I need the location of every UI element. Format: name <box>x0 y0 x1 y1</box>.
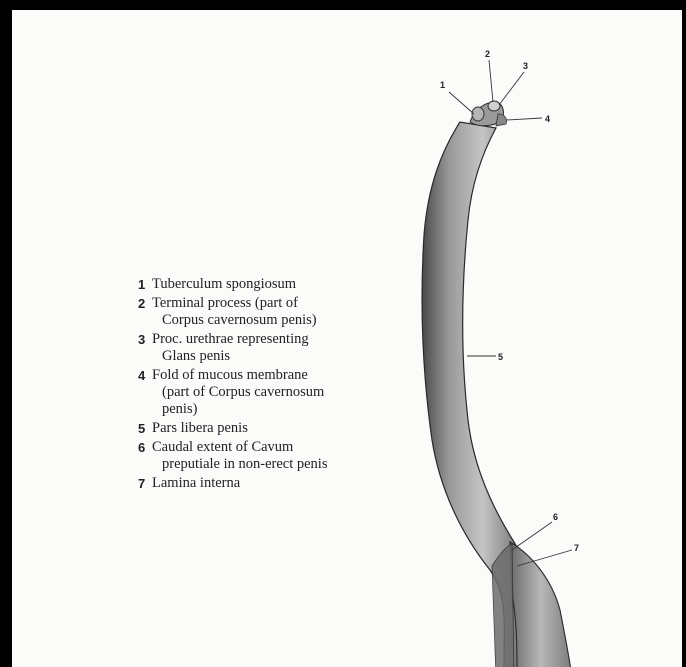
legend-line: preputiale in non-erect penis <box>152 456 388 473</box>
legend-line: Caudal extent of Cavum <box>152 439 388 456</box>
legend-line: Pars libera penis <box>152 420 388 437</box>
legend-line: Corpus cavernosum penis) <box>152 312 388 329</box>
legend-text: Terminal process (part of Corpus caverno… <box>152 295 388 329</box>
legend-text: Pars libera penis <box>152 420 388 437</box>
legend: 1 Tuberculum spongiosum 2 Terminal proce… <box>138 276 388 494</box>
mucous-fold-shape <box>496 114 507 126</box>
callout-5: 5 <box>498 352 503 362</box>
callout-2: 2 <box>485 49 490 59</box>
legend-text: Lamina interna <box>152 475 388 492</box>
callout-1: 1 <box>440 80 445 90</box>
legend-line: (part of Corpus cavernosum <box>152 384 388 401</box>
legend-line: Tuberculum spongiosum <box>152 276 388 293</box>
legend-text: Caudal extent of Cavum preputiale in non… <box>152 439 388 473</box>
legend-line: Proc. urethrae representing <box>152 331 388 348</box>
legend-item: 7 Lamina interna <box>138 475 388 492</box>
legend-item: 1 Tuberculum spongiosum <box>138 276 388 293</box>
callout-3: 3 <box>523 61 528 71</box>
legend-text: Proc. urethrae representing Glans penis <box>152 331 388 365</box>
legend-number: 2 <box>138 295 152 312</box>
legend-line: Lamina interna <box>152 475 388 492</box>
terminal-process-shape <box>488 101 500 111</box>
legend-number: 7 <box>138 475 152 492</box>
legend-item: 2 Terminal process (part of Corpus caver… <box>138 295 388 329</box>
legend-line: Fold of mucous membrane <box>152 367 388 384</box>
legend-line: Glans penis <box>152 348 388 365</box>
legend-number: 6 <box>138 439 152 456</box>
legend-line: penis) <box>152 401 388 418</box>
legend-line: Terminal process (part of <box>152 295 388 312</box>
legend-text: Fold of mucous membrane (part of Corpus … <box>152 367 388 418</box>
legend-item: 3 Proc. urethrae representing Glans peni… <box>138 331 388 365</box>
callout-4: 4 <box>545 114 550 124</box>
legend-number: 1 <box>138 276 152 293</box>
legend-text: Tuberculum spongiosum <box>152 276 388 293</box>
legend-number: 3 <box>138 331 152 348</box>
callout-6: 6 <box>553 512 558 522</box>
callout-7: 7 <box>574 543 579 553</box>
legend-item: 4 Fold of mucous membrane (part of Corpu… <box>138 367 388 418</box>
lamina-interna-shape <box>510 542 572 667</box>
legend-item: 6 Caudal extent of Cavum preputiale in n… <box>138 439 388 473</box>
legend-item: 5 Pars libera penis <box>138 420 388 437</box>
legend-number: 4 <box>138 367 152 384</box>
legend-number: 5 <box>138 420 152 437</box>
